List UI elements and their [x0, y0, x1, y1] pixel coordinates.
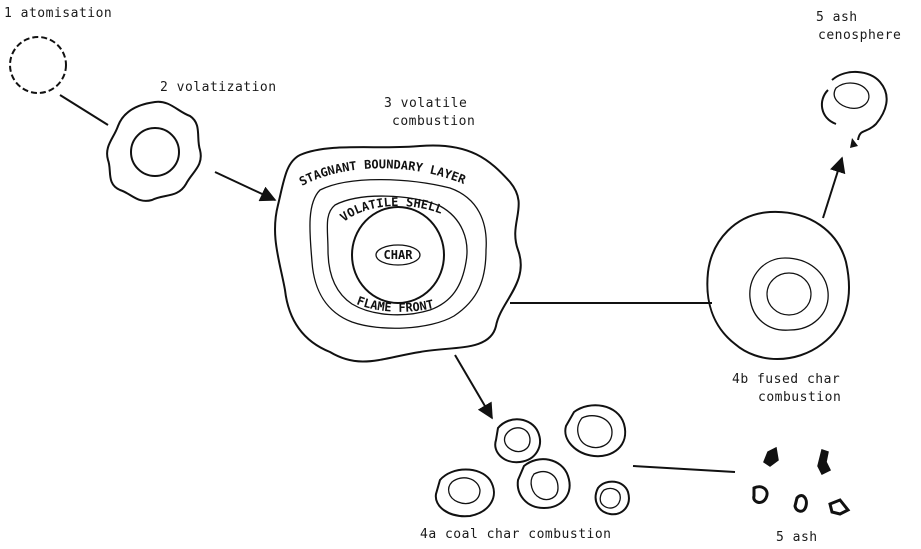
- flame-front-label: FLAME FRONT: [355, 294, 435, 315]
- step-4b-label-line2: combustion: [758, 390, 841, 405]
- ash-cenosphere: [822, 72, 887, 148]
- step-5-cenosphere-label-line2: cenosphere: [818, 28, 901, 43]
- ash-fragments: [754, 448, 848, 514]
- connector-4a-to-5-ash: [633, 466, 735, 472]
- step-4b-label-line1: 4b fused char: [732, 372, 840, 387]
- step-5-cenosphere-label-line1: 5 ash: [816, 10, 858, 25]
- step-1-atomisation-label: 1 atomisation: [4, 6, 112, 21]
- boundary-layer-label: STAGNANT BOUNDARY LAYER: [297, 157, 468, 188]
- connector-1-to-2: [60, 95, 108, 125]
- volatile-combustion-particle: CHAR STAGNANT BOUNDARY LAYER VOLATILE SH…: [275, 145, 521, 361]
- step-5-ash-label: 5 ash: [776, 530, 818, 545]
- arrow-3-to-4a: [455, 355, 492, 418]
- step-3-label-line1: 3 volatile: [384, 96, 467, 111]
- step-2-volatization-label: 2 volatization: [160, 80, 277, 95]
- step-3-label-line2: combustion: [392, 114, 475, 129]
- atomised-droplet: [10, 37, 66, 93]
- coal-char-particles: [436, 405, 629, 516]
- arrow-2-to-3: [215, 172, 275, 200]
- char-label: CHAR: [384, 248, 414, 262]
- volatizing-particle: [107, 102, 201, 201]
- step-4a-label: 4a coal char combustion: [420, 527, 612, 542]
- fused-char-particle: [707, 212, 849, 359]
- arrow-4b-to-5-cenosphere: [823, 158, 842, 218]
